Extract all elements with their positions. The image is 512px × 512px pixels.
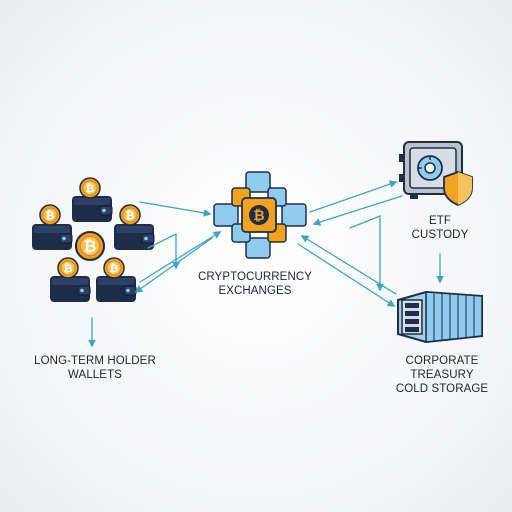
treasury-label: CORPORATE TREASURY COLD STORAGE (380, 354, 504, 396)
bitcoin-coin-icon (57, 257, 79, 279)
bitcoin-coin-large-icon (74, 230, 106, 262)
wallet-icon (31, 223, 73, 251)
flow-arrow (349, 215, 384, 292)
etf-custody-label-line1: ETF (428, 215, 452, 227)
holder-wallets-label-line1: LONG-TERM HOLDER (34, 355, 156, 367)
treasury-label-line1: CORPORATE (405, 355, 479, 367)
etf-custody-label-line2: CUSTODY (411, 229, 469, 241)
exchanges-label-line1: CRYPTOCURRENCY (197, 271, 313, 283)
flow-arrow (139, 231, 222, 283)
flow-arrow (139, 201, 212, 217)
holder-wallets-icon (31, 177, 155, 303)
wallet-icon (95, 275, 137, 303)
wallet-icon (71, 195, 113, 223)
storage-container-icon (397, 290, 483, 344)
shield-icon (443, 171, 473, 206)
flow-arrow (312, 195, 403, 226)
holder-wallets-label: LONG-TERM HOLDER WALLETS (20, 354, 170, 382)
exchanges-label: CRYPTOCURRENCY EXCHANGES (190, 270, 320, 298)
wallet-icon (113, 223, 155, 251)
flow-arrow (147, 232, 180, 270)
treasury-label-line3: COLD STORAGE (395, 383, 489, 395)
flow-arrow (297, 243, 396, 307)
bitcoin-coin-icon (39, 204, 61, 226)
treasury-label-line2: TREASURY (410, 369, 474, 381)
etf-custody-label: ETF CUSTODY (395, 214, 485, 242)
bitcoin-coin-icon (79, 177, 101, 199)
exchange-hub-icon: ₿ (213, 171, 307, 259)
bitcoin-coin-icon (103, 257, 125, 279)
flow-arrow (309, 180, 398, 213)
svg-text:₿: ₿ (253, 207, 264, 223)
exchanges-label-line2: EXCHANGES (218, 285, 292, 297)
holder-wallets-label-line2: WALLETS (68, 369, 122, 381)
wallet-icon (49, 275, 91, 303)
bitcoin-coin-icon (119, 204, 141, 226)
